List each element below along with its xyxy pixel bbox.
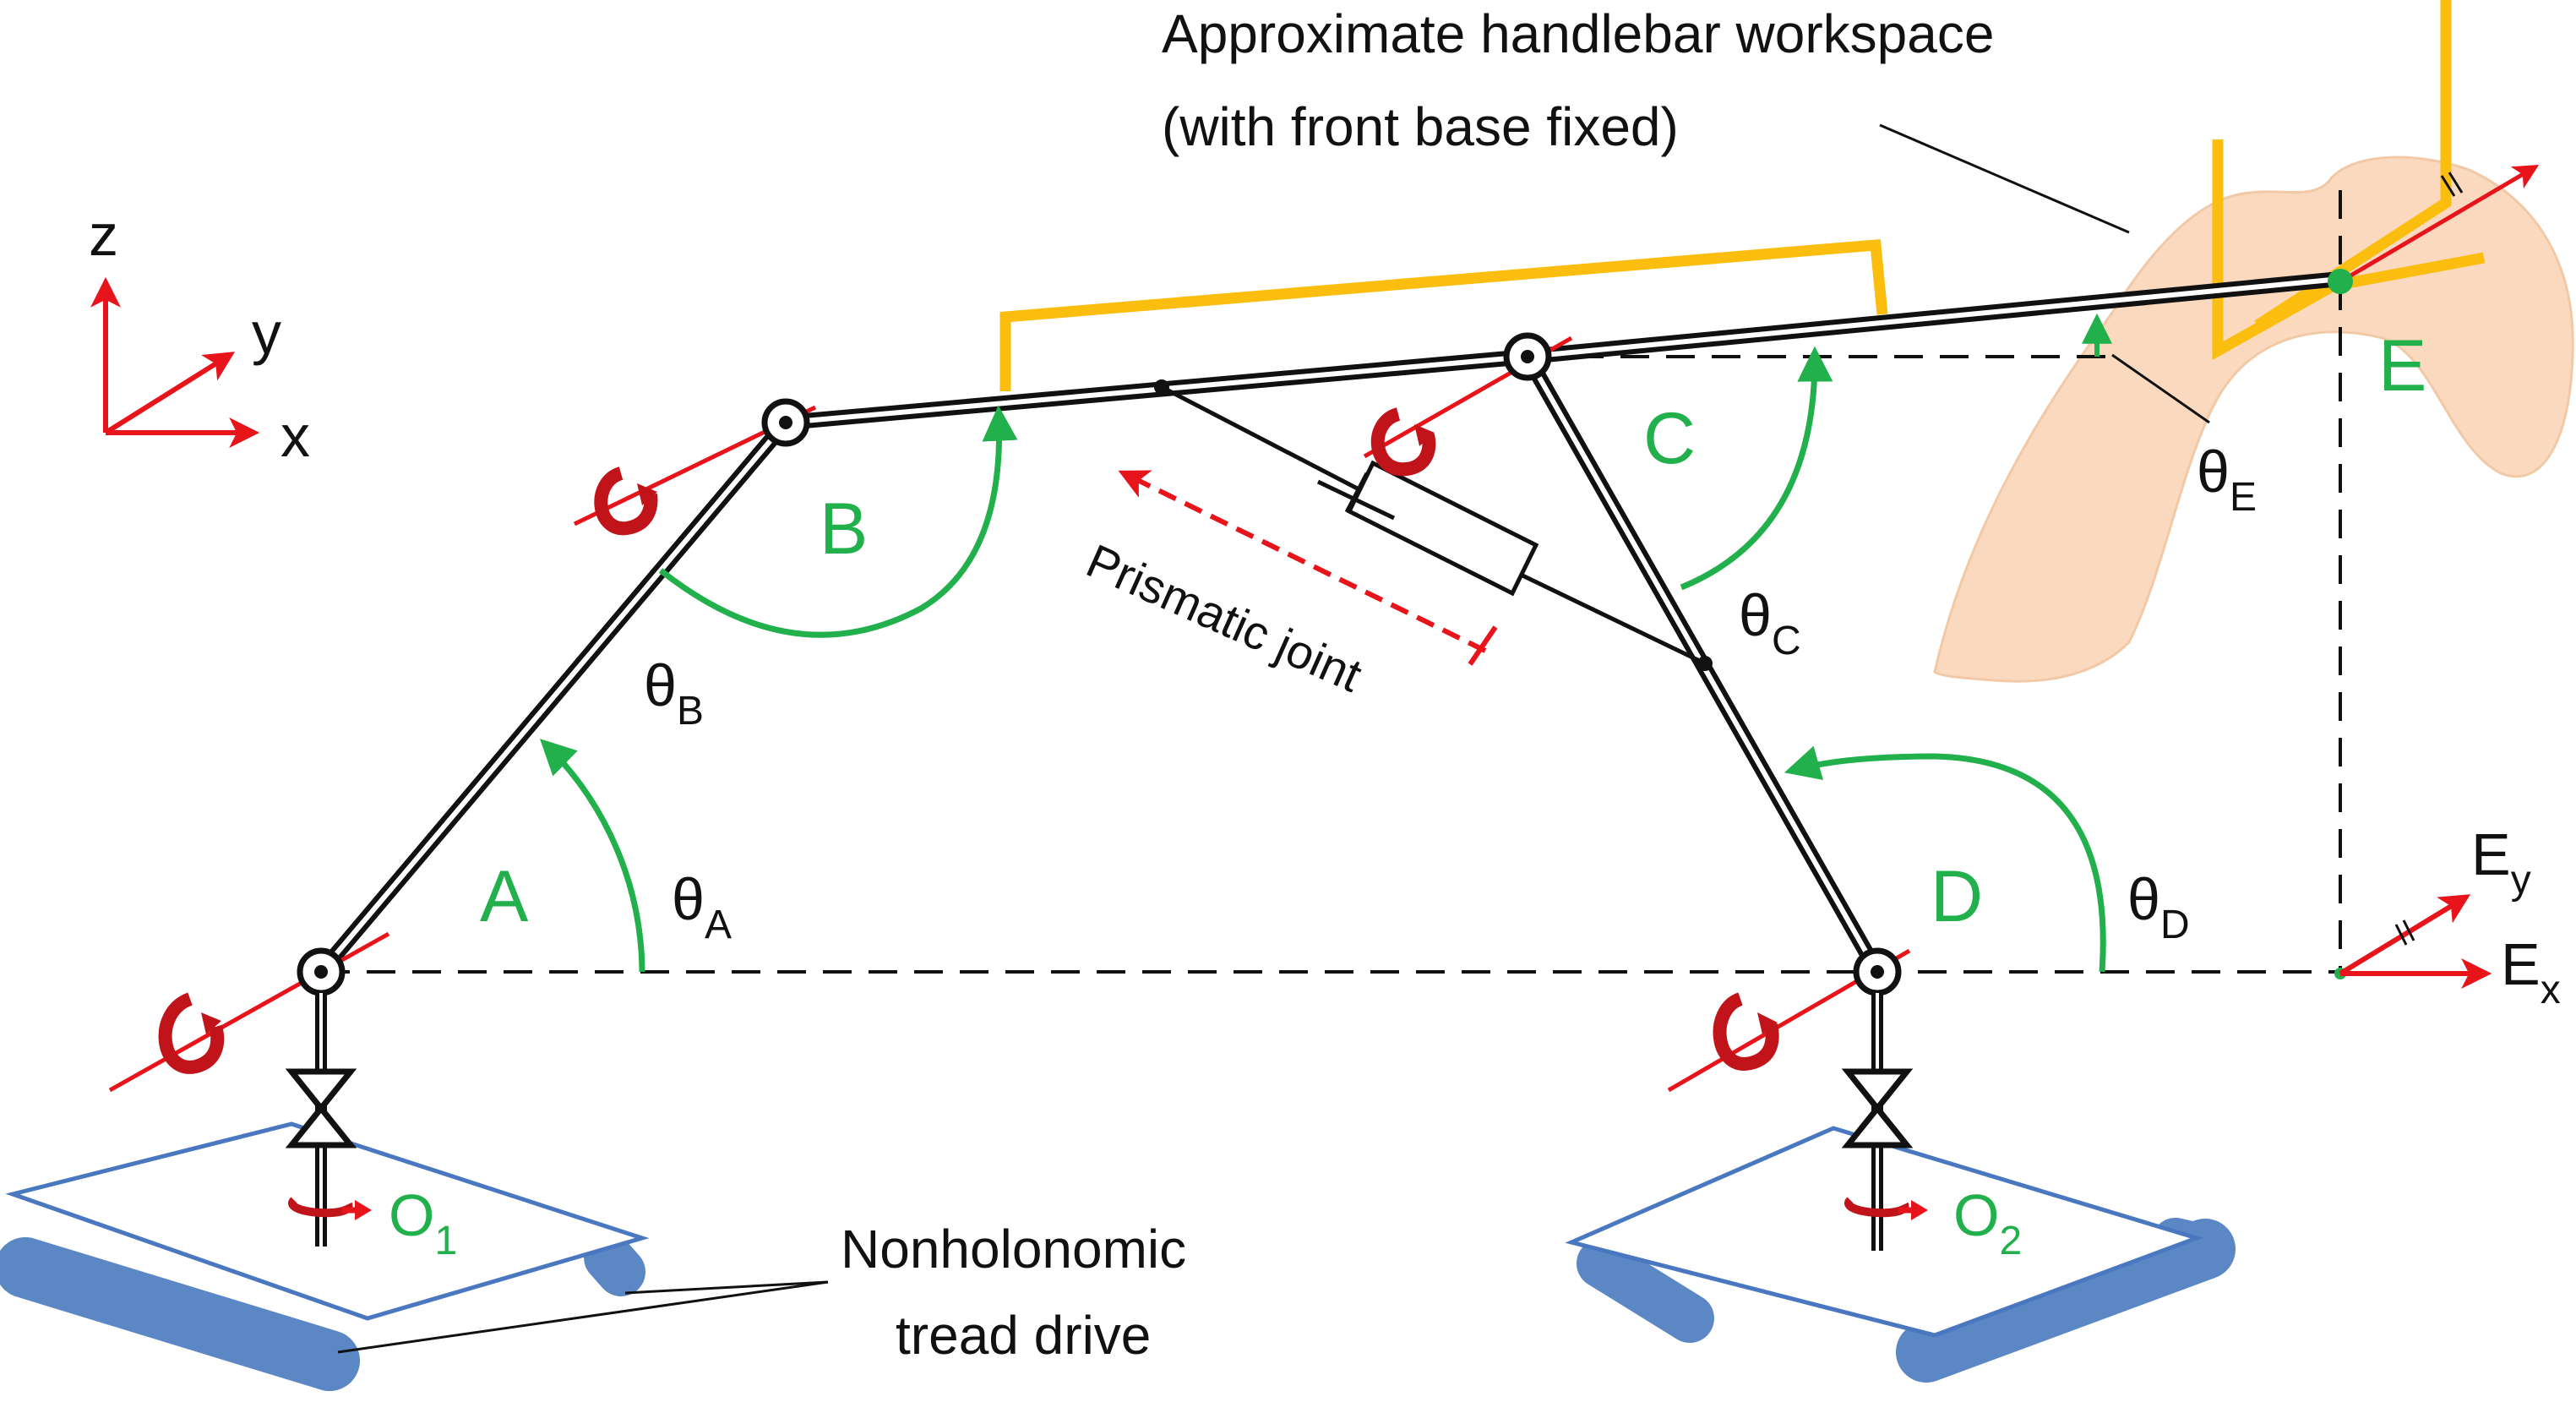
tread-leader-left bbox=[337, 1280, 829, 1354]
theta-E-label: θE bbox=[2197, 439, 2257, 520]
base-rod-right bbox=[1841, 993, 1928, 1251]
axis-label-Ey: Ey bbox=[2471, 821, 2531, 903]
base-rod-left bbox=[285, 993, 372, 1247]
pin-joint-D bbox=[1853, 947, 1902, 996]
prismatic-joint-label: Prismatic joint bbox=[1079, 533, 1370, 701]
theta-D-label: θD bbox=[2127, 866, 2190, 947]
origin-O1-label: O1 bbox=[389, 1182, 457, 1263]
pin-joint-B bbox=[761, 398, 810, 447]
theta-B-label: θB bbox=[644, 652, 704, 734]
tread-label-line1: Nonholonomic bbox=[841, 1219, 1186, 1279]
tread-label-line2: tread drive bbox=[896, 1305, 1151, 1366]
link-C-E bbox=[1527, 271, 2341, 364]
handlebar-frame bbox=[999, 238, 1888, 391]
axis-label-y: y bbox=[252, 300, 281, 366]
joint-label-A: A bbox=[480, 856, 529, 937]
angle-arc-A bbox=[539, 739, 645, 973]
origin-O2-label: O2 bbox=[1953, 1182, 2022, 1263]
tread-base-right bbox=[1565, 1126, 2236, 1383]
angle-arc-D bbox=[1784, 745, 2106, 973]
workspace-label-line2: (with front base fixed) bbox=[1162, 96, 1679, 157]
theta-C-label: θC bbox=[1739, 582, 1801, 663]
axis-label-Ex: Ex bbox=[2501, 931, 2561, 1012]
prismatic-travel-arrow bbox=[1118, 470, 1487, 653]
prismatic-joint bbox=[1154, 379, 1713, 671]
coordinate-axes-xyz bbox=[90, 276, 260, 448]
axis-label-x: x bbox=[280, 403, 310, 469]
joint-label-E: E bbox=[2378, 325, 2426, 406]
theta-A-label: θA bbox=[672, 866, 732, 947]
joint-label-B: B bbox=[820, 488, 868, 570]
handlebar-grip-extension bbox=[2332, 252, 2486, 292]
tread-base-left bbox=[0, 1121, 650, 1391]
joint-label-C: C bbox=[1643, 398, 1696, 479]
prismatic-travel-stop bbox=[1468, 625, 1498, 666]
theta-E-leader bbox=[2111, 353, 2210, 424]
workspace-leader-line bbox=[1879, 123, 2130, 234]
link-A-B bbox=[315, 417, 792, 977]
joint-label-D: D bbox=[1931, 856, 1983, 937]
pin-joint-C bbox=[1503, 332, 1552, 381]
angle-arc-B bbox=[658, 405, 1018, 638]
rotation-axis-A bbox=[108, 931, 390, 1093]
axis-label-z: z bbox=[89, 202, 118, 268]
workspace-label-line1: Approximate handlebar workspace bbox=[1162, 3, 1994, 64]
handlebar-workspace-region bbox=[1933, 155, 2574, 683]
rotation-axis-E bbox=[2332, 164, 2540, 288]
end-effector-axes bbox=[2339, 894, 2492, 989]
pin-joint-A bbox=[297, 947, 346, 996]
tread-leader-right bbox=[624, 1280, 829, 1295]
angle-arc-C bbox=[1680, 346, 1833, 591]
end-effector-point-E bbox=[2328, 269, 2353, 294]
